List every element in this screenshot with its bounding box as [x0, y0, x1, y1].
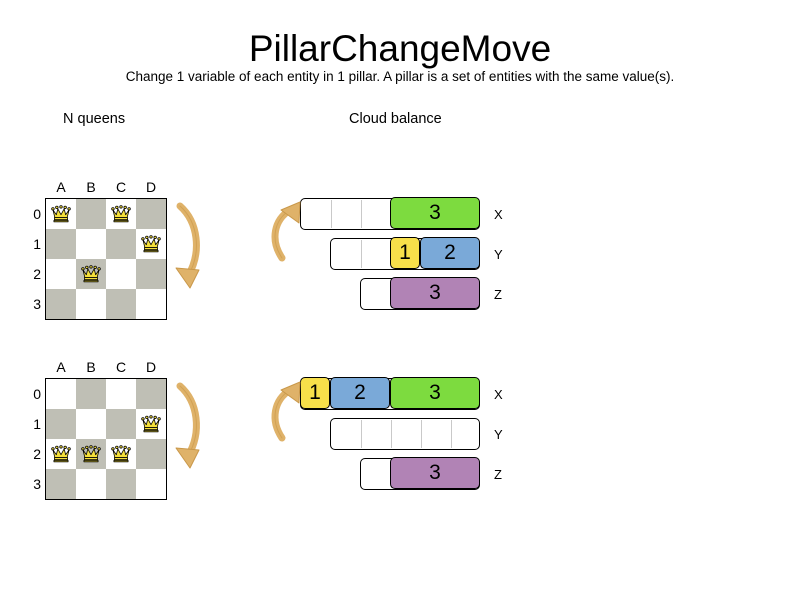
- page-title: PillarChangeMove: [248, 28, 552, 69]
- chess-cell-C3[interactable]: [106, 469, 136, 499]
- queen-piece-C2[interactable]: [106, 439, 136, 469]
- chess-row-label-2: 2: [33, 266, 41, 282]
- chess-row-label-1: 1: [33, 236, 41, 252]
- chessboard-grid: A B C D 0 1 2 3: [33, 179, 167, 320]
- queen-icon: [111, 445, 131, 463]
- cloud-computer-label-Y: Y: [494, 427, 503, 442]
- chess-cell-A1[interactable]: [46, 229, 76, 259]
- queen-icon: [81, 265, 101, 283]
- queen-icon: [111, 205, 131, 223]
- cloud-computer-label-X: X: [494, 207, 503, 222]
- chess-cell-D3[interactable]: [136, 289, 166, 319]
- chess-cell-B0[interactable]: [76, 379, 106, 409]
- chess-cell-B3[interactable]: [76, 289, 106, 319]
- chess-column-label-B: B: [86, 179, 96, 195]
- queen-piece-B2[interactable]: [76, 259, 106, 289]
- cloud-process-segment-1[interactable]: 1: [390, 236, 420, 269]
- chess-cell-C2[interactable]: [106, 259, 136, 289]
- chess-cell-D0[interactable]: [136, 379, 166, 409]
- cloud-process-segment-3[interactable]: 3: [390, 456, 480, 489]
- chess-cell-A3[interactable]: [46, 469, 76, 499]
- queen-piece-A0[interactable]: [46, 199, 76, 229]
- page-subtitle: Change 1 variable of each entity in 1 pi…: [125, 69, 675, 84]
- cloud-cell-divider: [361, 240, 362, 268]
- chess-cell-D2[interactable]: [136, 259, 166, 289]
- chess-cell-B1[interactable]: [76, 409, 106, 439]
- chess-row-label-3: 3: [33, 476, 41, 492]
- chess-column-label-A: A: [56, 359, 66, 375]
- cloud-cell-divider: [331, 200, 332, 228]
- chess-row-label-0: 0: [33, 386, 41, 402]
- cloud-process-segment-3[interactable]: 3: [390, 196, 480, 229]
- curved-arrow-down-icon-nqueens-top: [175, 202, 200, 289]
- queen-icon: [51, 445, 71, 463]
- chess-cell-B0[interactable]: [76, 199, 106, 229]
- curved-arrow-up-icon-cloud-top: [271, 201, 301, 262]
- queen-piece-D1[interactable]: [136, 229, 166, 259]
- queen-piece-A2[interactable]: [46, 439, 76, 469]
- chess-cell-B1[interactable]: [76, 229, 106, 259]
- cloud-cell-divider: [361, 420, 362, 448]
- curved-arrow-up-icon-cloud-bottom: [271, 381, 301, 442]
- cloud-process-segment-1[interactable]: 1: [300, 376, 330, 409]
- curved-arrow-down-icon-nqueens-bottom: [175, 382, 200, 469]
- chess-column-label-C: C: [115, 359, 127, 375]
- chess-cell-A3[interactable]: [46, 289, 76, 319]
- queen-icon: [141, 235, 161, 253]
- chess-cell-A1[interactable]: [46, 409, 76, 439]
- cloud-computer-label-Z: Z: [494, 467, 502, 482]
- cloud-cell-divider: [391, 420, 392, 448]
- cloud-process-segment-2[interactable]: 2: [420, 236, 480, 269]
- section-caption-cloud: Cloud balance: [349, 111, 442, 127]
- cloud-process-segment-3[interactable]: 3: [390, 376, 480, 409]
- chess-cell-D3[interactable]: [136, 469, 166, 499]
- chess-column-label-A: A: [56, 179, 66, 195]
- chess-cell-D0[interactable]: [136, 199, 166, 229]
- section-caption-nqueens: N queens: [63, 111, 126, 127]
- cloud-computer-label-Y: Y: [494, 247, 503, 262]
- chess-cell-C0[interactable]: [106, 379, 136, 409]
- chessboard-after: A B C D 0 1 2 3: [33, 359, 167, 500]
- queen-icon: [81, 445, 101, 463]
- cloud-cell-divider: [361, 200, 362, 228]
- cloud-cell-divider: [451, 420, 452, 448]
- chess-cell-C1[interactable]: [106, 409, 136, 439]
- cloud-computer-label-Z: Z: [494, 287, 502, 302]
- cloud-process-segment-3[interactable]: 3: [390, 276, 480, 309]
- chess-row-label-2: 2: [33, 446, 41, 462]
- chessboard-before: A B C D 0 1 2 3: [33, 179, 167, 320]
- queen-piece-D1[interactable]: [136, 409, 166, 439]
- chess-cell-B3[interactable]: [76, 469, 106, 499]
- chess-column-label-D: D: [145, 359, 157, 375]
- chess-column-label-D: D: [145, 179, 157, 195]
- chess-cell-C1[interactable]: [106, 229, 136, 259]
- cloud-capacity-bar[interactable]: [330, 418, 480, 450]
- cloud-process-segment-2[interactable]: 2: [330, 376, 390, 409]
- chess-cell-D2[interactable]: [136, 439, 166, 469]
- cloud-cell-divider: [421, 420, 422, 448]
- queen-icon: [51, 205, 71, 223]
- chessboard-grid: A B C D 0 1 2 3: [33, 359, 167, 500]
- chess-cell-C3[interactable]: [106, 289, 136, 319]
- chess-cell-A0[interactable]: [46, 379, 76, 409]
- chess-column-label-C: C: [115, 179, 127, 195]
- cloud-computer-label-X: X: [494, 387, 503, 402]
- chess-column-label-B: B: [86, 359, 96, 375]
- queen-icon: [141, 415, 161, 433]
- queen-piece-C0[interactable]: [106, 199, 136, 229]
- chess-cell-A2[interactable]: [46, 259, 76, 289]
- queen-piece-B2[interactable]: [76, 439, 106, 469]
- chess-row-label-0: 0: [33, 206, 41, 222]
- chess-row-label-1: 1: [33, 416, 41, 432]
- chess-row-label-3: 3: [33, 296, 41, 312]
